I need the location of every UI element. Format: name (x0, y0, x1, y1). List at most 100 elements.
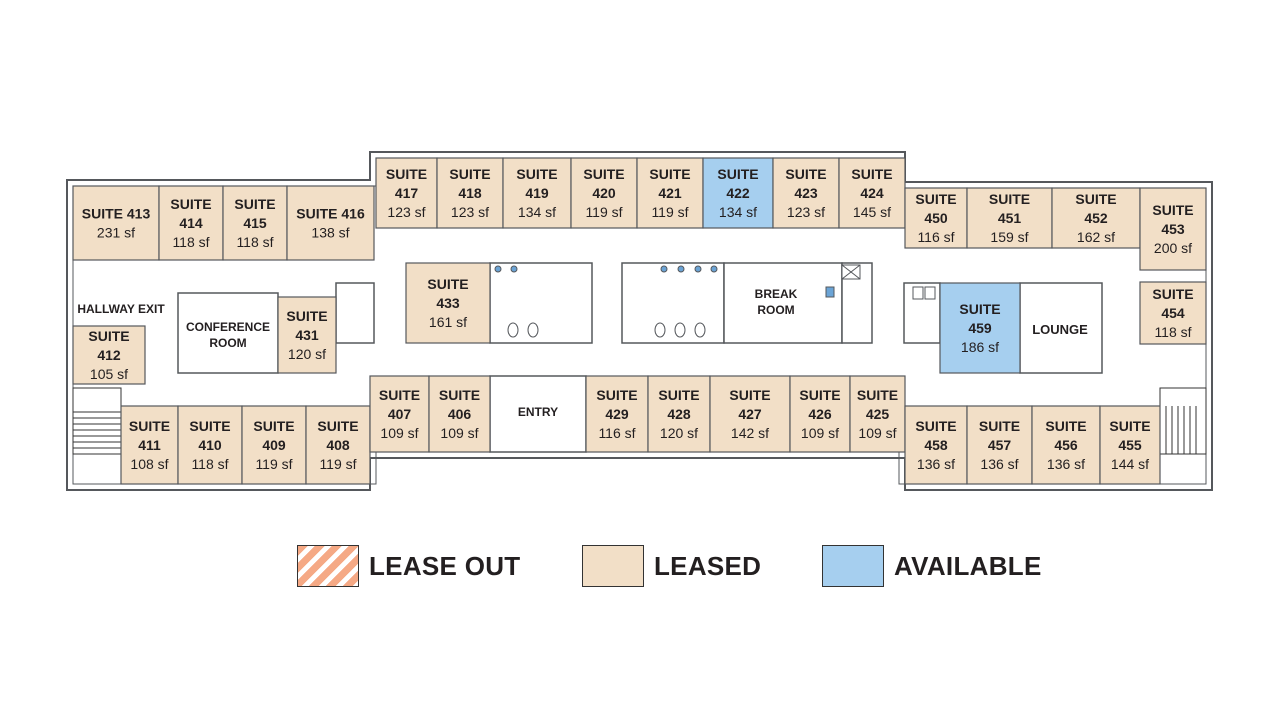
suite-label: SUITE (785, 166, 826, 182)
suite-427-area[interactable] (709, 375, 791, 453)
suite-number: 428 (667, 406, 691, 422)
stairs-right (1159, 387, 1207, 455)
suite-429-area[interactable] (585, 375, 649, 453)
suite-number: 410 (198, 437, 222, 453)
suite-number: 459 (968, 320, 992, 336)
suite-454-area[interactable] (1139, 281, 1207, 345)
suite-458-area[interactable] (904, 405, 968, 485)
suite-413-area[interactable] (72, 185, 160, 261)
suite-421-area[interactable] (636, 157, 704, 229)
suite-428-area[interactable] (647, 375, 711, 453)
suite-424-area[interactable] (838, 157, 906, 229)
suite-459-area[interactable] (939, 282, 1021, 374)
hallway-exit-label: HALLWAY EXIT (77, 302, 165, 316)
suite-area-label: 161 sf (429, 314, 467, 330)
suite-area-label: 136 sf (1047, 456, 1085, 472)
suite-label: SUITE (170, 196, 211, 212)
suite-450-area[interactable] (904, 187, 968, 249)
suite-409-area[interactable] (241, 405, 307, 485)
suite-417-area[interactable] (375, 157, 438, 229)
restroom-fixtures (494, 264, 936, 338)
suite-number: 411 (138, 437, 161, 453)
suite-426-area[interactable] (789, 375, 851, 453)
suite-451-area[interactable] (966, 187, 1053, 249)
lounge-label: LOUNGE (1032, 322, 1088, 337)
suite-number: 423 (794, 185, 818, 201)
suite-431-area[interactable] (277, 296, 337, 374)
suite-area-label: 123 sf (387, 204, 425, 220)
suite-area-label: 134 sf (518, 204, 556, 220)
suite-408-area[interactable] (305, 405, 371, 485)
suite-418-area[interactable] (436, 157, 504, 229)
suite-433-area[interactable] (405, 262, 491, 344)
suite-423-area[interactable] (772, 157, 840, 229)
suite-455-area[interactable] (1099, 405, 1161, 485)
suite-410-area[interactable] (177, 405, 243, 485)
suite-number: 420 (592, 185, 616, 201)
suite-area-label: 109 sf (801, 425, 839, 441)
suite-number: 431 (295, 327, 319, 343)
suite-number: 409 (262, 437, 286, 453)
suite-453-area[interactable] (1139, 187, 1207, 271)
suite-414-area[interactable] (158, 185, 224, 261)
suite-420-area[interactable] (570, 157, 638, 229)
suite-412-area[interactable] (72, 325, 146, 385)
suite-label: SUITE (449, 166, 490, 182)
suite-area-label: 136 sf (917, 456, 955, 472)
suite-456-area[interactable] (1031, 405, 1101, 485)
suite-452-area[interactable] (1051, 187, 1141, 249)
suite-label: SUITE (317, 418, 358, 434)
suite-415-area[interactable] (222, 185, 288, 261)
suite-number: 457 (988, 437, 1012, 453)
suite-422-area[interactable] (702, 157, 774, 229)
room-labels: HALLWAY EXIT CONFERENCE ROOM BREAK ROOM … (77, 287, 1088, 419)
suite-label: SUITE (386, 166, 427, 182)
suite-area-label: 119 sf (585, 204, 622, 220)
suite-411-area[interactable] (120, 405, 179, 485)
suite-457-area[interactable] (966, 405, 1033, 485)
suite-number: 433 (436, 295, 460, 311)
suite-406-area[interactable] (428, 375, 491, 453)
suite-425-area[interactable] (849, 375, 906, 453)
suite-area-label: 118 sf (1154, 324, 1191, 340)
suite-number: 415 (243, 215, 267, 231)
suite-416-area[interactable] (286, 185, 375, 261)
suite-419-area[interactable] (502, 157, 572, 229)
